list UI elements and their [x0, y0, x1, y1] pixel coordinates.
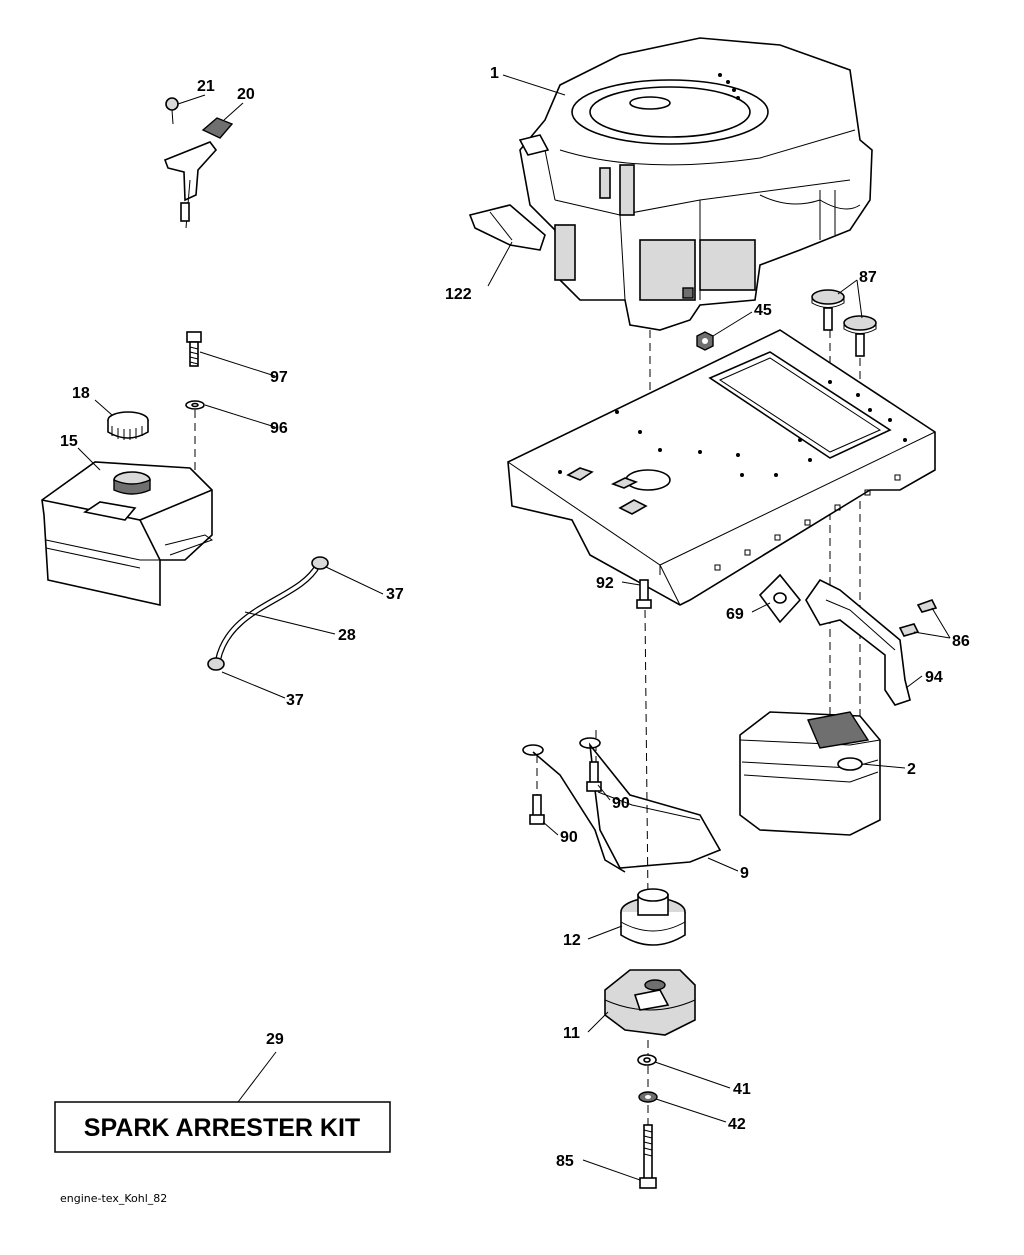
callout-92: 92	[596, 575, 614, 592]
callout-21: 21	[197, 78, 215, 95]
leader-lines	[77, 74, 951, 1181]
fuel-line	[207, 556, 329, 671]
callout-69: 69	[726, 606, 744, 623]
callout-97: 97	[270, 369, 288, 386]
clutch	[604, 969, 696, 1036]
spark-arrester-kit-box	[54, 1101, 391, 1153]
callout-94: 94	[925, 669, 943, 686]
washers-bolt	[637, 1054, 658, 1189]
callout-11: 11	[563, 1025, 580, 1042]
callout-96: 96	[270, 420, 288, 437]
callout-90-lower: 90	[560, 829, 578, 846]
callout-42: 42	[728, 1116, 746, 1133]
callout-28: 28	[338, 627, 356, 644]
tank-screw	[185, 331, 205, 410]
nut	[696, 331, 714, 351]
muffler	[739, 711, 881, 836]
callout-12: 12	[563, 932, 581, 949]
callout-85: 85	[556, 1153, 574, 1170]
callout-29: 29	[266, 1031, 284, 1048]
callout-2: 2	[907, 761, 916, 778]
engine-bolts	[811, 289, 877, 357]
callout-90-upper: 90	[612, 795, 630, 812]
mounting-brackets	[522, 737, 722, 873]
callout-87: 87	[859, 269, 877, 286]
callout-37-bottom: 37	[286, 692, 304, 709]
callout-20: 20	[237, 86, 255, 103]
callout-1: 1	[490, 65, 499, 82]
throttle-control	[163, 97, 234, 229]
exhaust-parts	[758, 573, 938, 706]
footer-code: engine-tex_Kohl_82	[60, 1192, 167, 1205]
fuel-tank	[41, 461, 214, 606]
heat-shield	[468, 204, 546, 251]
fuel-cap	[107, 411, 149, 440]
engine	[518, 37, 873, 331]
callout-122: 122	[445, 286, 472, 303]
callout-45: 45	[754, 302, 772, 319]
frame-plate	[507, 329, 936, 606]
frame-bolt	[636, 579, 652, 609]
callout-labels: 1 21 20 122 45 87 97 18 96 15 92 37 69 2…	[60, 65, 970, 1170]
callout-15: 15	[60, 433, 78, 450]
pulley	[620, 888, 686, 946]
callout-18: 18	[72, 385, 90, 402]
callout-86: 86	[952, 633, 970, 650]
spark-arrester-kit-label: SPARK ARRESTER KIT	[84, 1114, 360, 1142]
callout-41: 41	[733, 1081, 751, 1098]
callout-9: 9	[740, 865, 749, 882]
callout-37-top: 37	[386, 586, 404, 603]
